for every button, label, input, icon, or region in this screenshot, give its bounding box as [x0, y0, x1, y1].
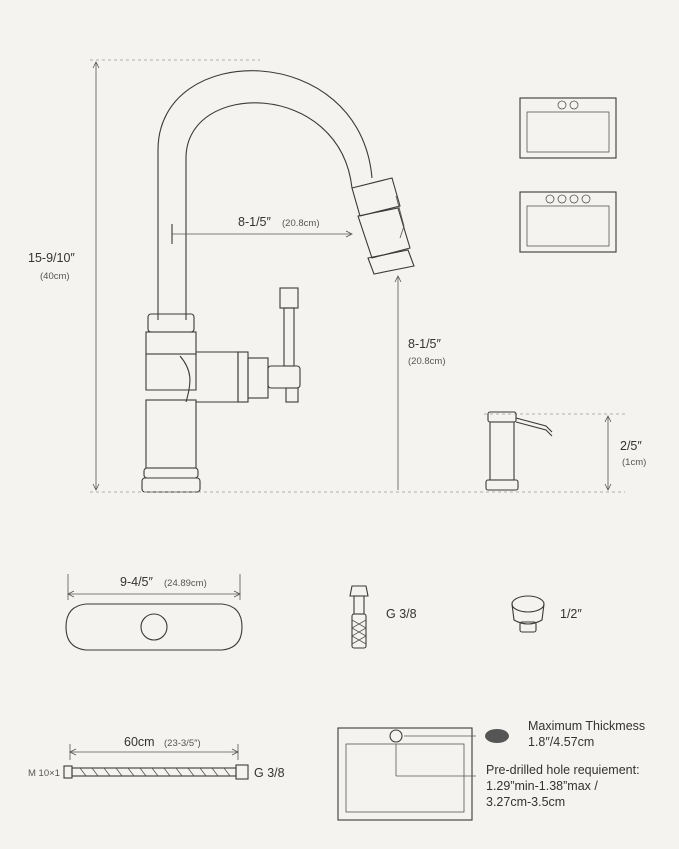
aerator-size-label: 1/2″: [560, 607, 582, 621]
aerator-icon: 1/2″: [511, 595, 582, 633]
hose-connector-icon: G 3/8: [349, 585, 417, 649]
height-cm-label: (40cm): [40, 271, 70, 282]
deck-plate-width-cm-label: (24.89cm): [164, 578, 207, 589]
reach-in-label: 8-1/5″: [238, 215, 271, 229]
thickness-title: Maximum Thickmess: [528, 719, 645, 733]
hose-left-thread-label: M 10×1: [28, 768, 60, 779]
dispenser-height-cm-label: (1cm): [622, 457, 646, 468]
spout-height-in-label: 8-1/5″: [408, 337, 441, 351]
reach-cm-label: (20.8cm): [282, 218, 319, 229]
sink-cutout-drawing: Maximum Thickmess 1.8″/4.57cm Pre-drille…: [337, 719, 645, 821]
thickness-icon: [485, 729, 509, 743]
hose-thread-label: G 3/8: [386, 607, 417, 621]
spout-height-cm-label: (20.8cm): [408, 356, 445, 367]
height-dimension: 15-9/10″ (40cm): [28, 59, 260, 491]
hose-length-in-label: (23-3/5″): [164, 738, 201, 749]
soap-dispenser-drawing: 2/5″ (1cm): [484, 411, 646, 491]
sink-two-hole-icon: [519, 97, 617, 159]
deck-plate-width-in-label: 9-4/5″: [120, 575, 153, 589]
supply-hose-drawing: 60cm (23-3/5″) M 10×1 G 3/8: [28, 735, 285, 780]
height-in-label: 15-9/10″: [28, 251, 75, 265]
sink-four-hole-icon: [519, 191, 617, 253]
spout-height-dimension: 8-1/5″ (20.8cm): [394, 275, 445, 490]
hole-requirement-line3: 3.27cm-3.5cm: [486, 795, 565, 809]
thickness-value: 1.8″/4.57cm: [528, 735, 594, 749]
hose-right-thread-label: G 3/8: [254, 766, 285, 780]
hole-requirement-line2: 1.29”min-1.38”max /: [486, 779, 598, 793]
dispenser-height-in-label: 2/5″: [620, 439, 642, 453]
deck-plate-drawing: 9-4/5″ (24.89cm): [65, 574, 243, 651]
hose-length-label: 60cm: [124, 735, 155, 749]
hole-requirement-line1: Pre-drilled hole requiement:: [486, 763, 640, 777]
faucet-drawing: [141, 70, 415, 493]
